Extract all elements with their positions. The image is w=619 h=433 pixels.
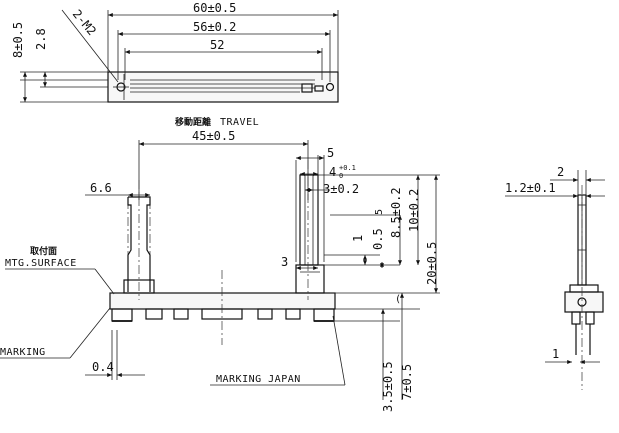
marking-japan-label: MARKING JAPAN (216, 374, 301, 385)
front-view-body (109, 292, 336, 310)
mounting-surface-cjk: 取付面 (30, 245, 57, 257)
dim-52: 52 (210, 38, 224, 52)
dim-4: 4 (329, 165, 336, 179)
bottom-tabs (111, 308, 335, 322)
dim-2-m2: 2-M2 (70, 7, 99, 38)
dim-4-tol-upper: +0.1 (339, 164, 356, 172)
top-view-lever (301, 83, 313, 93)
svg-text:(: ( (395, 294, 401, 305)
dim-travel: 45±0.5 (192, 129, 235, 143)
dim-0-4: 0.4 (92, 360, 114, 374)
dim-4-tol-lower: 0 (339, 172, 343, 180)
dim-60: 60±0.5 (193, 1, 236, 15)
dim-7: 7±0.5 (400, 364, 414, 400)
lever-right (295, 174, 325, 294)
side-view-body (564, 291, 604, 313)
dim-side-1: 1 (552, 347, 559, 361)
lever-left-position (123, 196, 155, 294)
travel-label-cjk: 移動距離 (175, 116, 211, 128)
dim-56: 56±0.2 (193, 20, 236, 34)
dim-10: 10±0.2 (407, 189, 421, 232)
side-view: 2 1.2±0.1 1 (505, 165, 605, 390)
marking-label-left: MARKING (0, 347, 46, 358)
dim-0-5: 0.5 (371, 228, 385, 250)
dim-3-5: 3.5±0.5 (381, 361, 395, 412)
top-view: 60±0.5 56±0.2 52 8±0.5 2.8 2-M2 (11, 1, 339, 103)
mounting-surface-label: MTG.SURFACE (5, 258, 77, 269)
dim-5: 5 (327, 146, 334, 160)
dim-side-2: 2 (557, 165, 564, 179)
top-view-body (107, 71, 339, 103)
travel-dimension: 移動距離 TRAVEL 45±0.5 (138, 116, 309, 200)
travel-label: TRAVEL (220, 117, 259, 128)
dim-20: 20±0.5 (425, 242, 439, 285)
dim-8-5: 8.5±0.2 (389, 187, 403, 238)
dim-6-6: 6.6 (90, 181, 112, 195)
mount-hole-right (325, 82, 335, 92)
dim-1: 1 (351, 235, 365, 242)
dim-2-8: 2.8 (34, 28, 48, 50)
dim-3: 3 (281, 255, 288, 269)
dim-8: 8±0.5 (11, 22, 25, 58)
dim-5-small: 5 (374, 209, 385, 215)
dim-side-1-2: 1.2±0.1 (505, 181, 556, 195)
front-view: 6.6 5 4 +0.1 0 3±0.2 3 1 0.5 5 8.5±0.2 1… (0, 146, 440, 412)
dim-3-0-2: 3±0.2 (323, 182, 359, 196)
